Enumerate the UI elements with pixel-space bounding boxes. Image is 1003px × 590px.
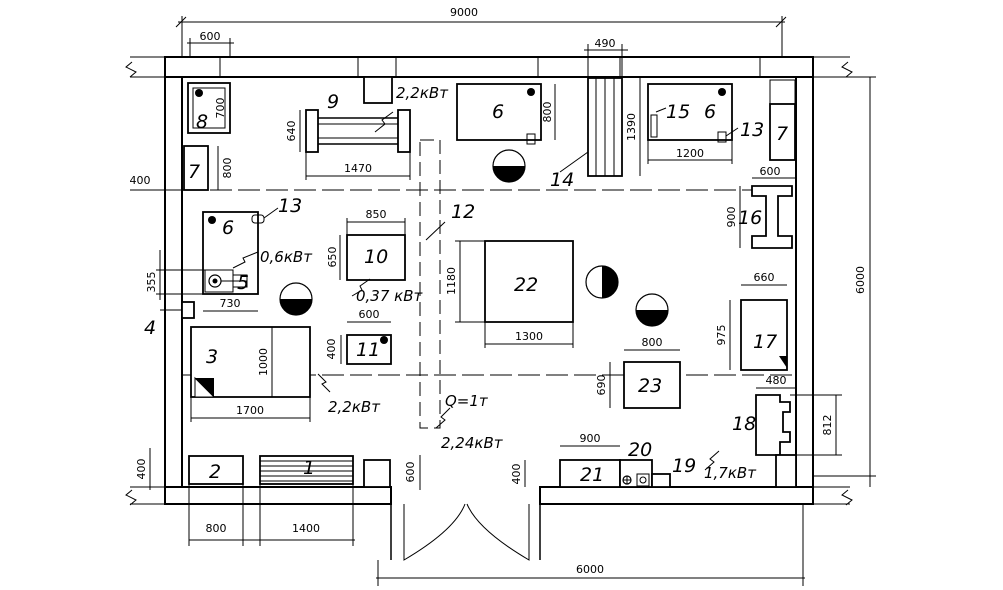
svg-text:6: 6 [222, 217, 234, 239]
svg-text:480: 480 [766, 374, 787, 387]
dimension-lines [130, 16, 876, 586]
svg-text:400: 400 [130, 174, 151, 187]
svg-text:660: 660 [754, 271, 775, 284]
svg-text:23: 23 [638, 375, 662, 397]
svg-text:7: 7 [776, 123, 788, 145]
svg-text:800: 800 [541, 102, 554, 123]
svg-text:8: 8 [196, 111, 208, 133]
svg-text:18: 18 [732, 413, 756, 435]
svg-text:355: 355 [145, 272, 158, 293]
svg-text:600: 600 [359, 308, 380, 321]
svg-text:1,7кВт: 1,7кВт [704, 464, 757, 482]
svg-text:21: 21 [580, 464, 604, 486]
svg-text:0,6кВт: 0,6кВт [260, 248, 313, 266]
svg-text:2,2кВт: 2,2кВт [328, 398, 381, 416]
equipment-2 [188, 455, 244, 485]
svg-text:6: 6 [492, 101, 504, 123]
svg-text:1: 1 [303, 457, 315, 479]
svg-text:16: 16 [738, 207, 762, 229]
equipment-22 [484, 240, 574, 323]
svg-text:2,24кВт: 2,24кВт [441, 434, 504, 452]
svg-text:17: 17 [753, 331, 777, 353]
svg-text:6000: 6000 [854, 266, 867, 294]
svg-text:900: 900 [725, 207, 738, 228]
equipment-19 [651, 473, 671, 488]
equipment-9 [305, 109, 319, 153]
equipment-21 [559, 459, 621, 488]
svg-text:6: 6 [704, 101, 716, 123]
equipment-18 [755, 394, 791, 456]
svg-text:2,2кВт: 2,2кВт [396, 84, 449, 102]
svg-text:4: 4 [144, 317, 156, 339]
svg-text:490: 490 [595, 37, 616, 50]
svg-text:3: 3 [206, 346, 218, 368]
svg-text:15: 15 [666, 101, 690, 123]
svg-text:Q=1т: Q=1т [445, 392, 489, 410]
svg-text:20: 20 [628, 439, 652, 461]
svg-text:1470: 1470 [344, 162, 372, 175]
svg-text:1200: 1200 [676, 147, 704, 160]
svg-text:1390: 1390 [625, 113, 638, 141]
equipment-16 [751, 185, 793, 249]
equipment-numbers: 1 2 3 4 5 6 6 6 7 7 8 9 10 11 12 13 13 1… [144, 91, 788, 486]
svg-text:13: 13 [278, 195, 302, 217]
dimension-text: 9000 600 490 700 640 1470 800 1390 1200 … [130, 6, 868, 576]
svg-text:19: 19 [672, 455, 696, 477]
power-labels: 2,2кВт 0,6кВт 0,37 кВт 2,2кВт Q=1т 2,24к… [260, 84, 757, 482]
svg-text:400: 400 [510, 464, 523, 485]
workplace-symbols [279, 149, 669, 327]
equipment-23 [623, 361, 681, 409]
equipment [181, 76, 797, 488]
svg-text:9000: 9000 [450, 6, 478, 19]
svg-text:812: 812 [821, 415, 834, 436]
svg-text:640: 640 [285, 121, 298, 142]
svg-text:800: 800 [642, 336, 663, 349]
svg-text:800: 800 [221, 158, 234, 179]
svg-text:690: 690 [595, 375, 608, 396]
equipment-6-right [647, 83, 733, 141]
svg-text:600: 600 [404, 462, 417, 483]
svg-text:800: 800 [206, 522, 227, 535]
svg-text:600: 600 [760, 165, 781, 178]
svg-text:2: 2 [209, 461, 221, 483]
svg-text:22: 22 [514, 274, 538, 296]
svg-text:600: 600 [200, 30, 221, 43]
svg-text:400: 400 [325, 339, 338, 360]
svg-text:10: 10 [364, 246, 388, 268]
equipment-10 [346, 234, 406, 281]
equipment-7-left [183, 145, 209, 191]
svg-text:14: 14 [550, 169, 574, 191]
svg-text:0,37 кВт: 0,37 кВт [356, 287, 424, 305]
svg-text:13: 13 [740, 119, 764, 141]
equipment-7-right [769, 103, 796, 161]
svg-text:850: 850 [366, 208, 387, 221]
svg-text:400: 400 [135, 459, 148, 480]
svg-text:7: 7 [188, 161, 200, 183]
svg-text:975: 975 [715, 325, 728, 346]
equipment-6-top [456, 83, 542, 141]
svg-text:1300: 1300 [515, 330, 543, 343]
svg-text:11: 11 [356, 339, 380, 361]
svg-text:650: 650 [326, 247, 339, 268]
svg-text:900: 900 [580, 432, 601, 445]
svg-text:730: 730 [220, 297, 241, 310]
svg-text:1400: 1400 [292, 522, 320, 535]
equipment-17 [740, 299, 788, 371]
leader-lines [160, 107, 739, 471]
svg-text:1000: 1000 [257, 348, 270, 376]
svg-text:6000: 6000 [576, 563, 604, 576]
svg-text:700: 700 [214, 98, 227, 119]
svg-text:1700: 1700 [236, 404, 264, 417]
svg-text:9: 9 [327, 91, 339, 113]
svg-text:1180: 1180 [445, 267, 458, 295]
svg-text:12: 12 [451, 201, 475, 223]
equipment-4 [181, 301, 195, 319]
svg-text:5: 5 [237, 272, 249, 294]
walls [125, 56, 853, 561]
